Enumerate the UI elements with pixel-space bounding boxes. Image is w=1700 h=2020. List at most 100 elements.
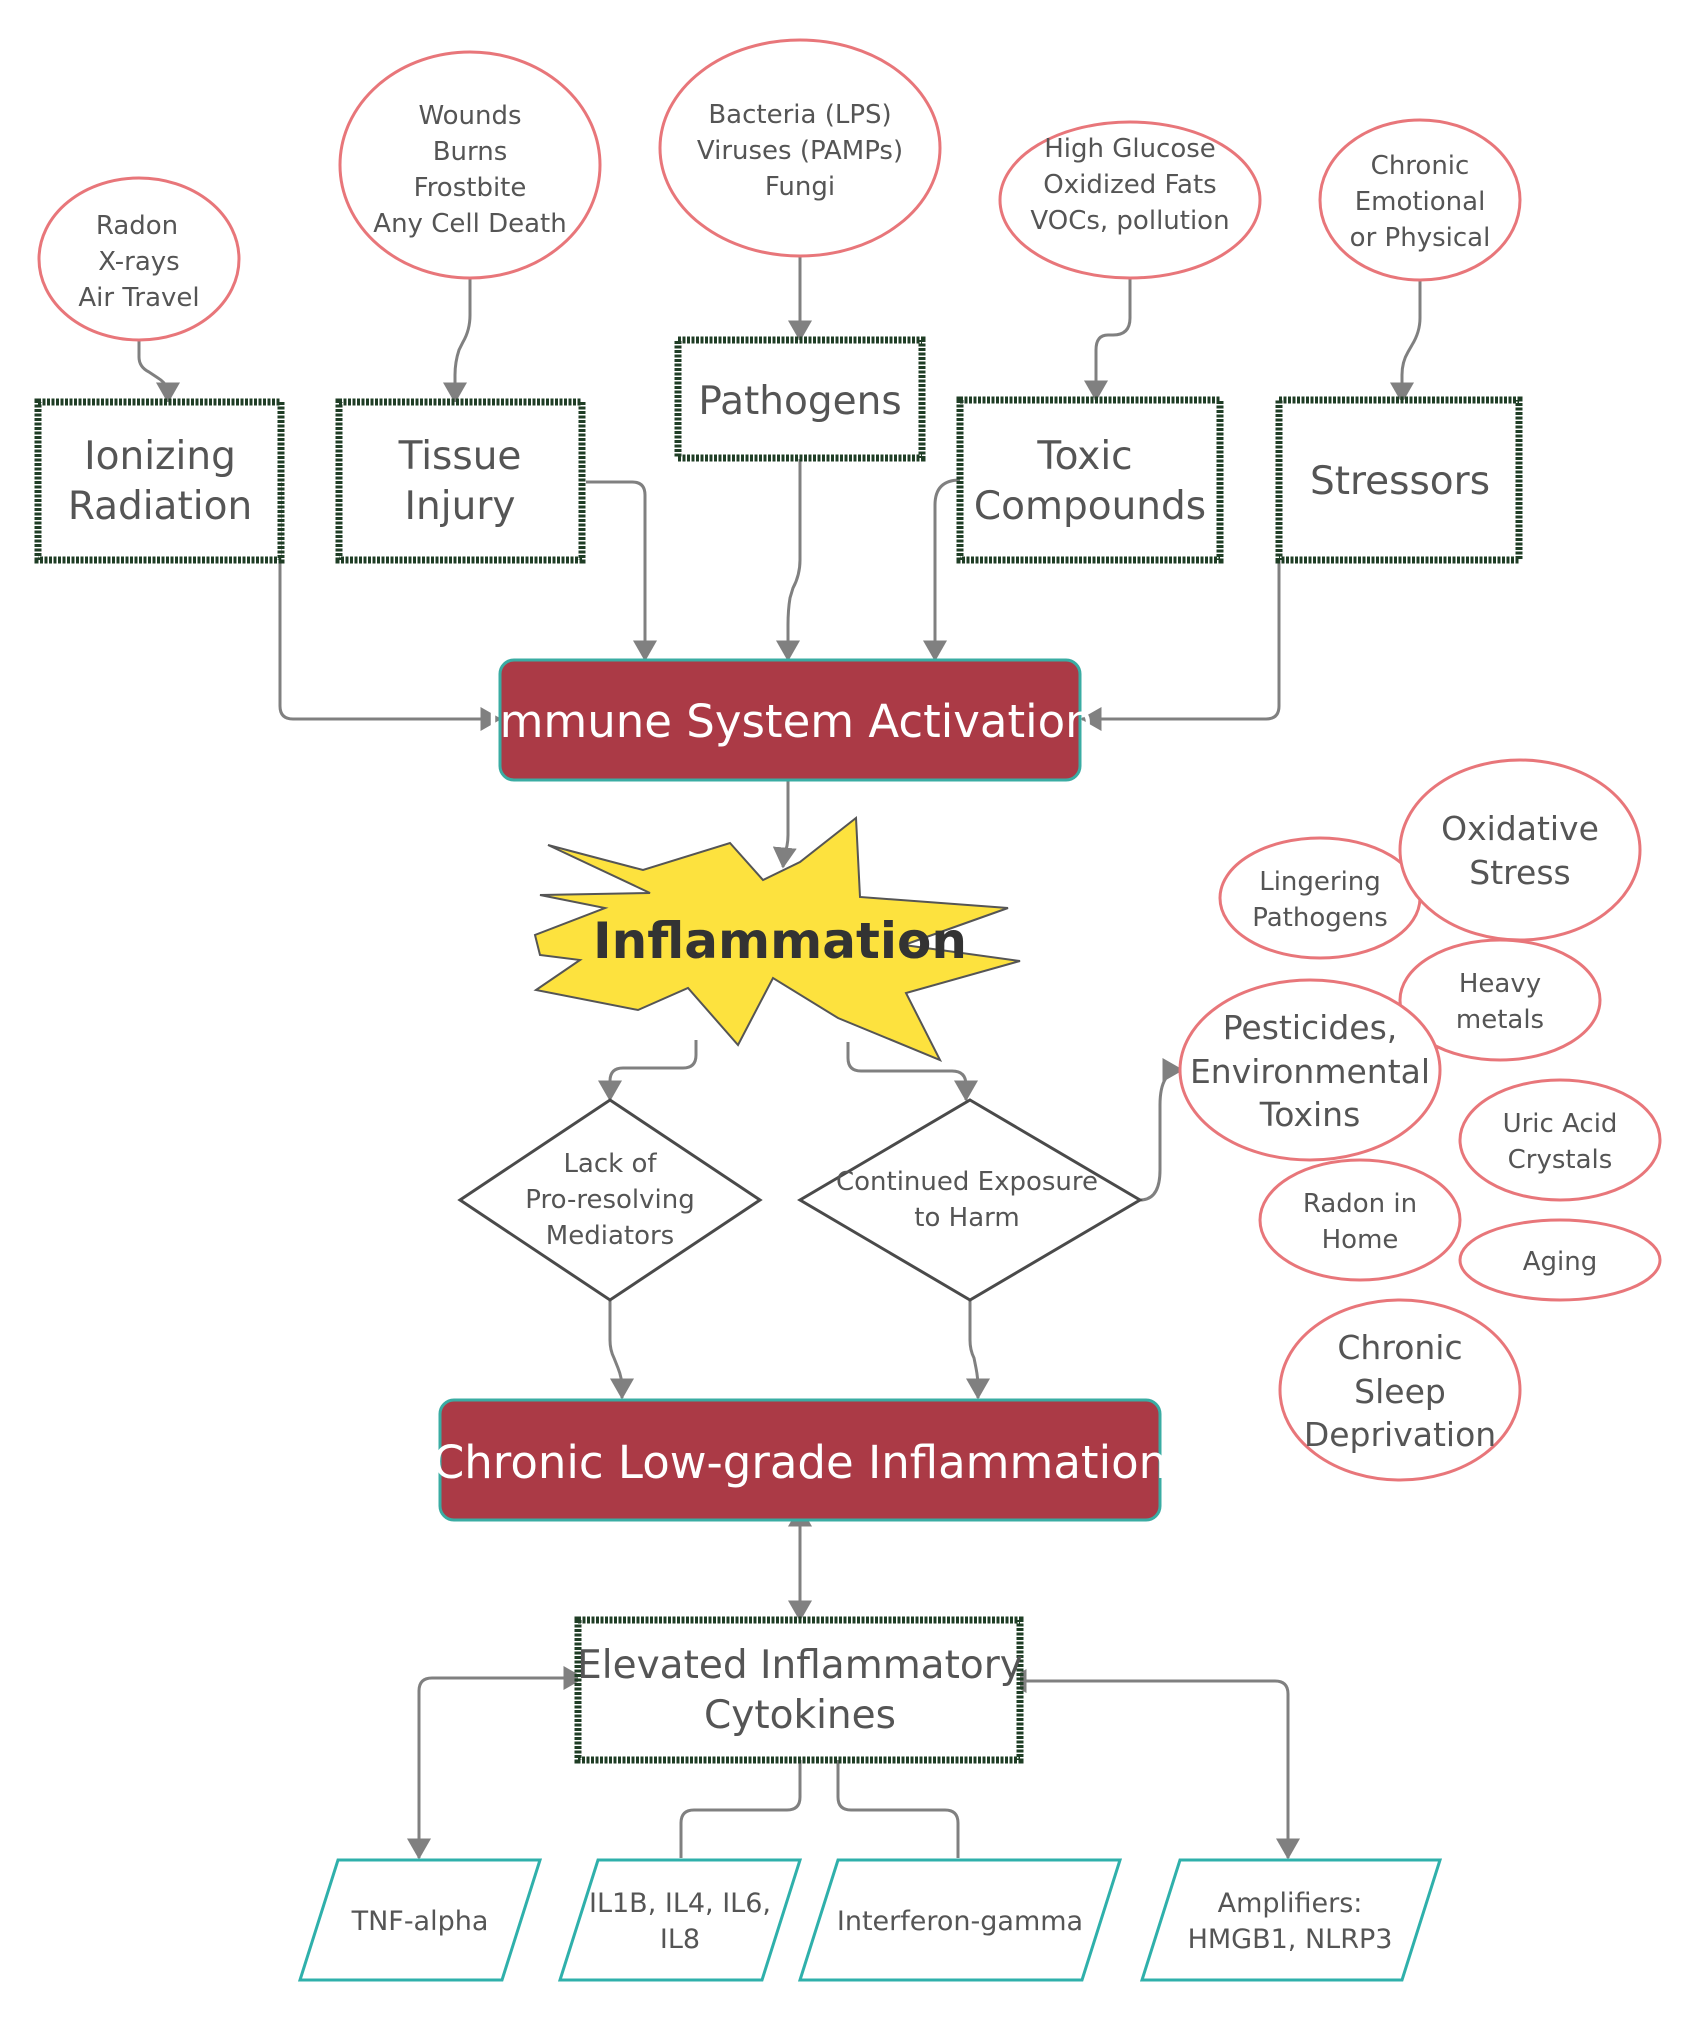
heavy-metals-line-1: metals: [1456, 1005, 1544, 1035]
continued-exposure-line-1: to Harm: [914, 1203, 1019, 1233]
radiation-example-2: Air Travel: [78, 283, 199, 313]
radon-home-oval: Radon in Home: [1258, 1158, 1462, 1282]
uric-acid-line-1: Crystals: [1508, 1145, 1613, 1175]
interleukins-shape: IL1B, IL4, IL6, IL8: [557, 1858, 803, 1982]
oxidative-stress-line-0: Oxidative: [1441, 809, 1599, 848]
radiation-example-0: Radon: [96, 211, 178, 241]
pesticides-line-0: Pesticides,: [1223, 1008, 1398, 1047]
lack-mediators-line-1: Pro-resolving: [525, 1185, 695, 1215]
radiation-examples-oval: Radon X-rays Air Travel: [37, 176, 241, 342]
connector-toxic-to-immune: [923, 478, 961, 662]
tissue-injury-box: Tissue Injury: [335, 398, 586, 564]
injury-example-2: Frostbite: [414, 173, 527, 203]
toxic-example-2: VOCs, pollution: [1030, 206, 1229, 236]
connector-radiation-to-immune: [278, 482, 502, 731]
connector-cytokines-interferon: [836, 1760, 960, 1858]
toxic-compounds-box: Toxic Compounds: [956, 396, 1224, 564]
oxidative-stress-line-1: Stress: [1469, 853, 1570, 892]
toxic-compounds-line-0: Toxic: [1036, 434, 1132, 479]
cytokines-box: Elevated Inflammatory Cytokines: [574, 1616, 1024, 1764]
lingering-pathogens-line-1: Pathogens: [1252, 903, 1388, 933]
connector-stressor-examples: [1390, 280, 1422, 404]
pathogen-examples-oval: Bacteria (LPS) Viruses (PAMPs) Fungi: [658, 38, 942, 258]
chronic-inflammation-label: Chronic Low-grade Inflammation: [433, 1436, 1167, 1489]
continued-exposure-diamond: Continued Exposure to Harm: [797, 1098, 1143, 1302]
pathogen-example-2: Fungi: [765, 172, 835, 202]
pathogen-example-1: Viruses (PAMPs): [697, 136, 903, 166]
sleep-deprivation-line-1: Sleep: [1354, 1372, 1446, 1411]
radiation-example-1: X-rays: [98, 247, 179, 277]
pesticides-oval: Pesticides, Environmental Toxins: [1178, 978, 1442, 1162]
stressor-example-1: Emotional: [1355, 187, 1486, 217]
lack-mediators-diamond: Lack of Pro-resolving Mediators: [457, 1098, 763, 1302]
tnf-alpha-label: TNF-alpha: [351, 1906, 489, 1937]
stressors-box: Stressors: [1275, 396, 1523, 564]
ionizing-radiation-line-1: Radiation: [68, 484, 252, 529]
uric-acid-line-0: Uric Acid: [1503, 1109, 1618, 1139]
tissue-injury-line-1: Injury: [405, 484, 516, 529]
radon-home-line-1: Home: [1322, 1225, 1399, 1255]
interleukins-line-1: IL8: [660, 1924, 700, 1955]
stressor-example-0: Chronic: [1371, 151, 1470, 181]
connector-cytokines-amplifiers: [1005, 1669, 1300, 1860]
connector-inflammation-to-lack: [598, 1040, 698, 1102]
toxic-compounds-line-1: Compounds: [974, 484, 1206, 529]
pathogens-label: Pathogens: [698, 379, 901, 424]
toxic-example-1: Oxidized Fats: [1043, 170, 1216, 200]
pathogen-example-0: Bacteria (LPS): [708, 100, 891, 130]
amplifiers-line-1: HMGB1, NLRP3: [1188, 1924, 1393, 1955]
immune-activation-label: Immune System Activation: [486, 695, 1093, 748]
interferon-label: Interferon-gamma: [837, 1906, 1083, 1937]
sleep-deprivation-line-0: Chronic: [1337, 1328, 1462, 1367]
connectors: [137, 256, 1422, 1860]
injury-example-0: Wounds: [418, 101, 521, 131]
stressor-example-2: or Physical: [1350, 223, 1491, 253]
immune-activation-box: Immune System Activation: [486, 658, 1094, 782]
lingering-pathogens-oval: Lingering Pathogens: [1218, 836, 1422, 960]
interleukins-line-0: IL1B, IL4, IL6,: [589, 1888, 771, 1919]
amplifiers-shape: Amplifiers: HMGB1, NLRP3: [1139, 1858, 1443, 1982]
tnf-alpha-shape: TNF-alpha: [297, 1858, 543, 1982]
connector-toxic-examples: [1084, 278, 1132, 402]
inflammation-label: Inflammation: [593, 912, 967, 970]
tissue-injury-line-0: Tissue: [398, 434, 522, 479]
interferon-shape: Interferon-gamma: [797, 1858, 1123, 1982]
heavy-metals-oval: Heavy metals: [1398, 938, 1602, 1062]
injury-example-1: Burns: [433, 137, 508, 167]
connector-lack-to-chronic: [608, 1300, 634, 1400]
sleep-deprivation-line-2: Deprivation: [1304, 1415, 1496, 1454]
sleep-deprivation-oval: Chronic Sleep Deprivation: [1278, 1298, 1522, 1482]
injury-examples-oval: Wounds Burns Frostbite Any Cell Death: [338, 50, 602, 280]
oxidative-stress-oval: Oxidative Stress: [1398, 758, 1642, 942]
uric-acid-oval: Uric Acid Crystals: [1458, 1078, 1662, 1202]
connector-exposure-to-chronic: [966, 1300, 990, 1400]
pathogens-box: Pathogens: [674, 336, 926, 462]
injury-example-3: Any Cell Death: [373, 209, 566, 239]
aging-oval: Aging: [1458, 1218, 1662, 1302]
connector-cytokines-interleukins: [679, 1760, 802, 1858]
chronic-inflammation-box: Chronic Low-grade Inflammation: [433, 1398, 1167, 1522]
toxic-examples-oval: High Glucose Oxidized Fats VOCs, polluti…: [998, 120, 1262, 280]
connector-injury-examples: [443, 278, 472, 404]
connector-radiation-examples: [137, 340, 180, 404]
lack-mediators-line-0: Lack of: [563, 1149, 657, 1179]
continued-exposure-line-0: Continued Exposure: [836, 1167, 1098, 1197]
connector-cytokines-tnf: [407, 1666, 585, 1860]
pesticides-line-2: Toxins: [1259, 1095, 1361, 1134]
lack-mediators-line-2: Mediators: [546, 1221, 674, 1251]
stressor-examples-oval: Chronic Emotional or Physical: [1318, 118, 1522, 282]
connector-stressors-to-immune: [1080, 560, 1281, 731]
ionizing-radiation-line-0: Ionizing: [84, 434, 236, 479]
connector-exposure-to-harms: [1139, 1058, 1184, 1202]
connector-inflammation-to-exposure: [846, 1042, 978, 1102]
connector-injury-to-immune: [586, 480, 657, 662]
cytokines-line-1: Cytokines: [704, 1693, 896, 1738]
radon-home-line-0: Radon in: [1303, 1189, 1417, 1219]
pesticides-line-1: Environmental: [1190, 1052, 1430, 1091]
ionizing-radiation-box: Ionizing Radiation: [34, 398, 285, 564]
lingering-pathogens-line-0: Lingering: [1259, 867, 1381, 897]
cytokines-line-0: Elevated Inflammatory: [577, 1643, 1023, 1688]
aging-label: Aging: [1523, 1247, 1598, 1277]
